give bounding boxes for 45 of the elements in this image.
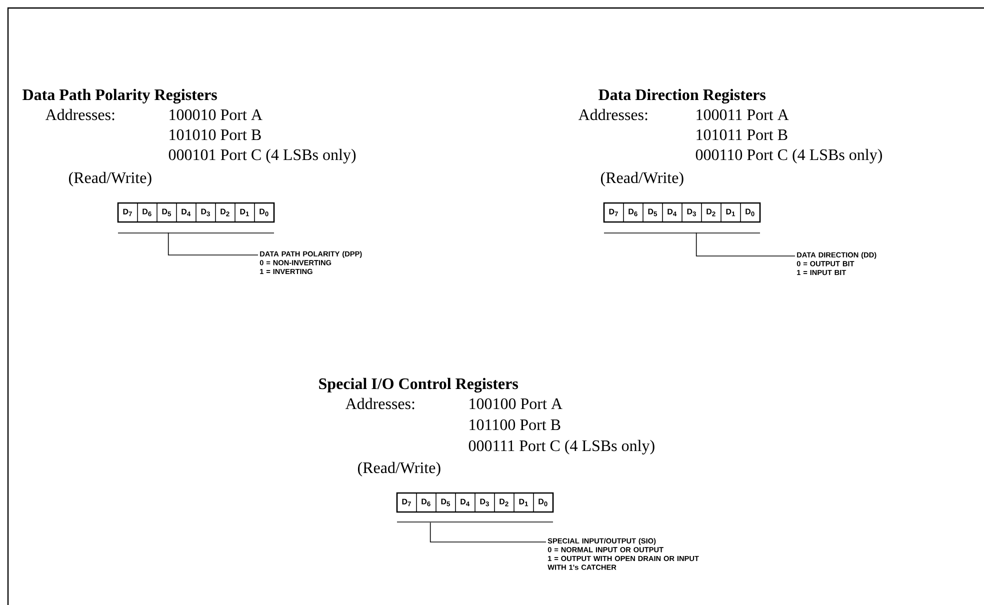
register-heading: Special I/O Control Registers xyxy=(319,378,518,393)
leader-line xyxy=(168,232,258,256)
register-heading: Data Path Polarity Registers xyxy=(22,88,217,104)
address-text: Addresses: xyxy=(345,398,414,410)
bit-cell: D$_{2}$ xyxy=(215,202,236,222)
bit-cell: D$_{0}$ xyxy=(740,202,760,222)
bit-cell: D$_{3}$ xyxy=(682,202,702,222)
bit-cell: D$_{2}$ xyxy=(494,492,514,512)
address-text: (Read/Write) xyxy=(68,172,152,186)
bit-cell: D$_{5}$ xyxy=(156,202,177,222)
address-text: (Read/Write) xyxy=(600,172,684,186)
address-text: 000101 Port C (4 LSBs only) xyxy=(168,148,356,164)
leader-line xyxy=(696,232,796,256)
address-text: 101011 Port B xyxy=(696,129,788,140)
bit-cell: D$_{4}$ xyxy=(455,492,476,512)
address-text: 101010 Port B xyxy=(170,129,261,140)
address-text: 000110 Port C (4 LSBs only) xyxy=(696,148,882,164)
bit-cell: D$_{0}$ xyxy=(533,492,554,512)
bit-cell: D$_{6}$ xyxy=(137,202,158,222)
bit-cell: D$_{1}$ xyxy=(234,202,255,222)
bit-cell: D$_{7}$ xyxy=(396,492,417,512)
bit-cell: D$_{4}$ xyxy=(176,202,196,222)
address-text: Addresses: xyxy=(45,108,114,120)
bit-cell: D$_{5}$ xyxy=(642,202,663,222)
bit-cell: D$_{6}$ xyxy=(416,492,436,512)
register-heading: Data Direction Registers xyxy=(598,88,766,104)
bit-cell: D$_{7}$ xyxy=(604,202,624,222)
address-text: 100010 Port A xyxy=(170,109,262,120)
bit-cell: D$_{1}$ xyxy=(720,202,741,222)
bit-cell: D$_{5}$ xyxy=(436,492,456,512)
address-text: 101100 Port B xyxy=(470,419,560,430)
bit-cell: D$_{4}$ xyxy=(662,202,682,222)
bit-cell: D$_{3}$ xyxy=(474,492,495,512)
address-text: Addresses: xyxy=(578,108,648,120)
address-text: 000111 Port C (4 LSBs only) xyxy=(468,440,654,454)
bit-cell: D$_{7}$ xyxy=(118,202,138,222)
bit-cell: D$_{1}$ xyxy=(514,492,534,512)
address-text: 100100 Port A xyxy=(470,398,562,410)
address-text: (Read/Write) xyxy=(358,462,440,476)
bit-cell: D$_{3}$ xyxy=(196,202,216,222)
bit-cell: D$_{2}$ xyxy=(701,202,722,222)
bit-cell: D$_{6}$ xyxy=(623,202,644,222)
leader-line xyxy=(430,522,546,542)
address-text: 100011 Port A xyxy=(696,109,789,120)
bit-cell: D$_{0}$ xyxy=(254,202,274,222)
